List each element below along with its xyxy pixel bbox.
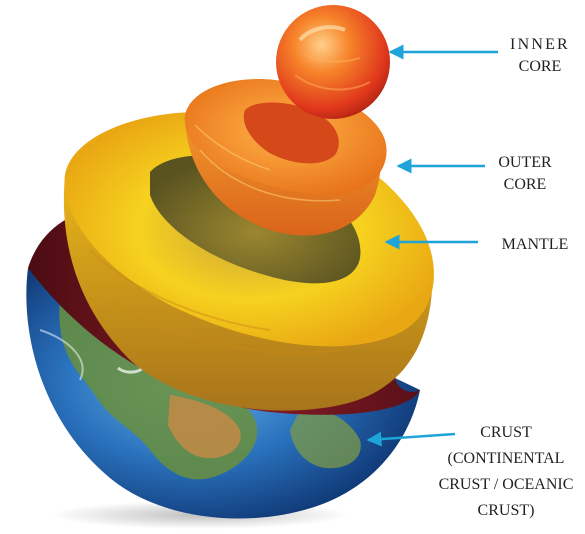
crust-label-line2: (CONTINENTAL [428, 446, 584, 472]
inner-core-label-line2: CORE [497, 56, 583, 78]
inner-core-label: INNER CORE [497, 34, 583, 78]
crust-label-line1: CRUST [428, 420, 584, 446]
mantle-label-line1: MANTLE [488, 234, 582, 256]
outer-core-label: OUTER CORE [482, 152, 568, 196]
inner-core-label-line1: INNER [497, 34, 583, 56]
inner-core-layer [276, 5, 390, 119]
outer-core-label-line1: OUTER [482, 152, 568, 174]
crust-label-line4: CRUST) [428, 498, 584, 524]
mantle-label: MANTLE [488, 234, 582, 256]
crust-label: CRUST (CONTINENTAL CRUST / OCEANIC CRUST… [428, 420, 584, 524]
outer-core-label-line2: CORE [482, 174, 568, 196]
crust-label-line3: CRUST / OCEANIC [428, 472, 584, 498]
